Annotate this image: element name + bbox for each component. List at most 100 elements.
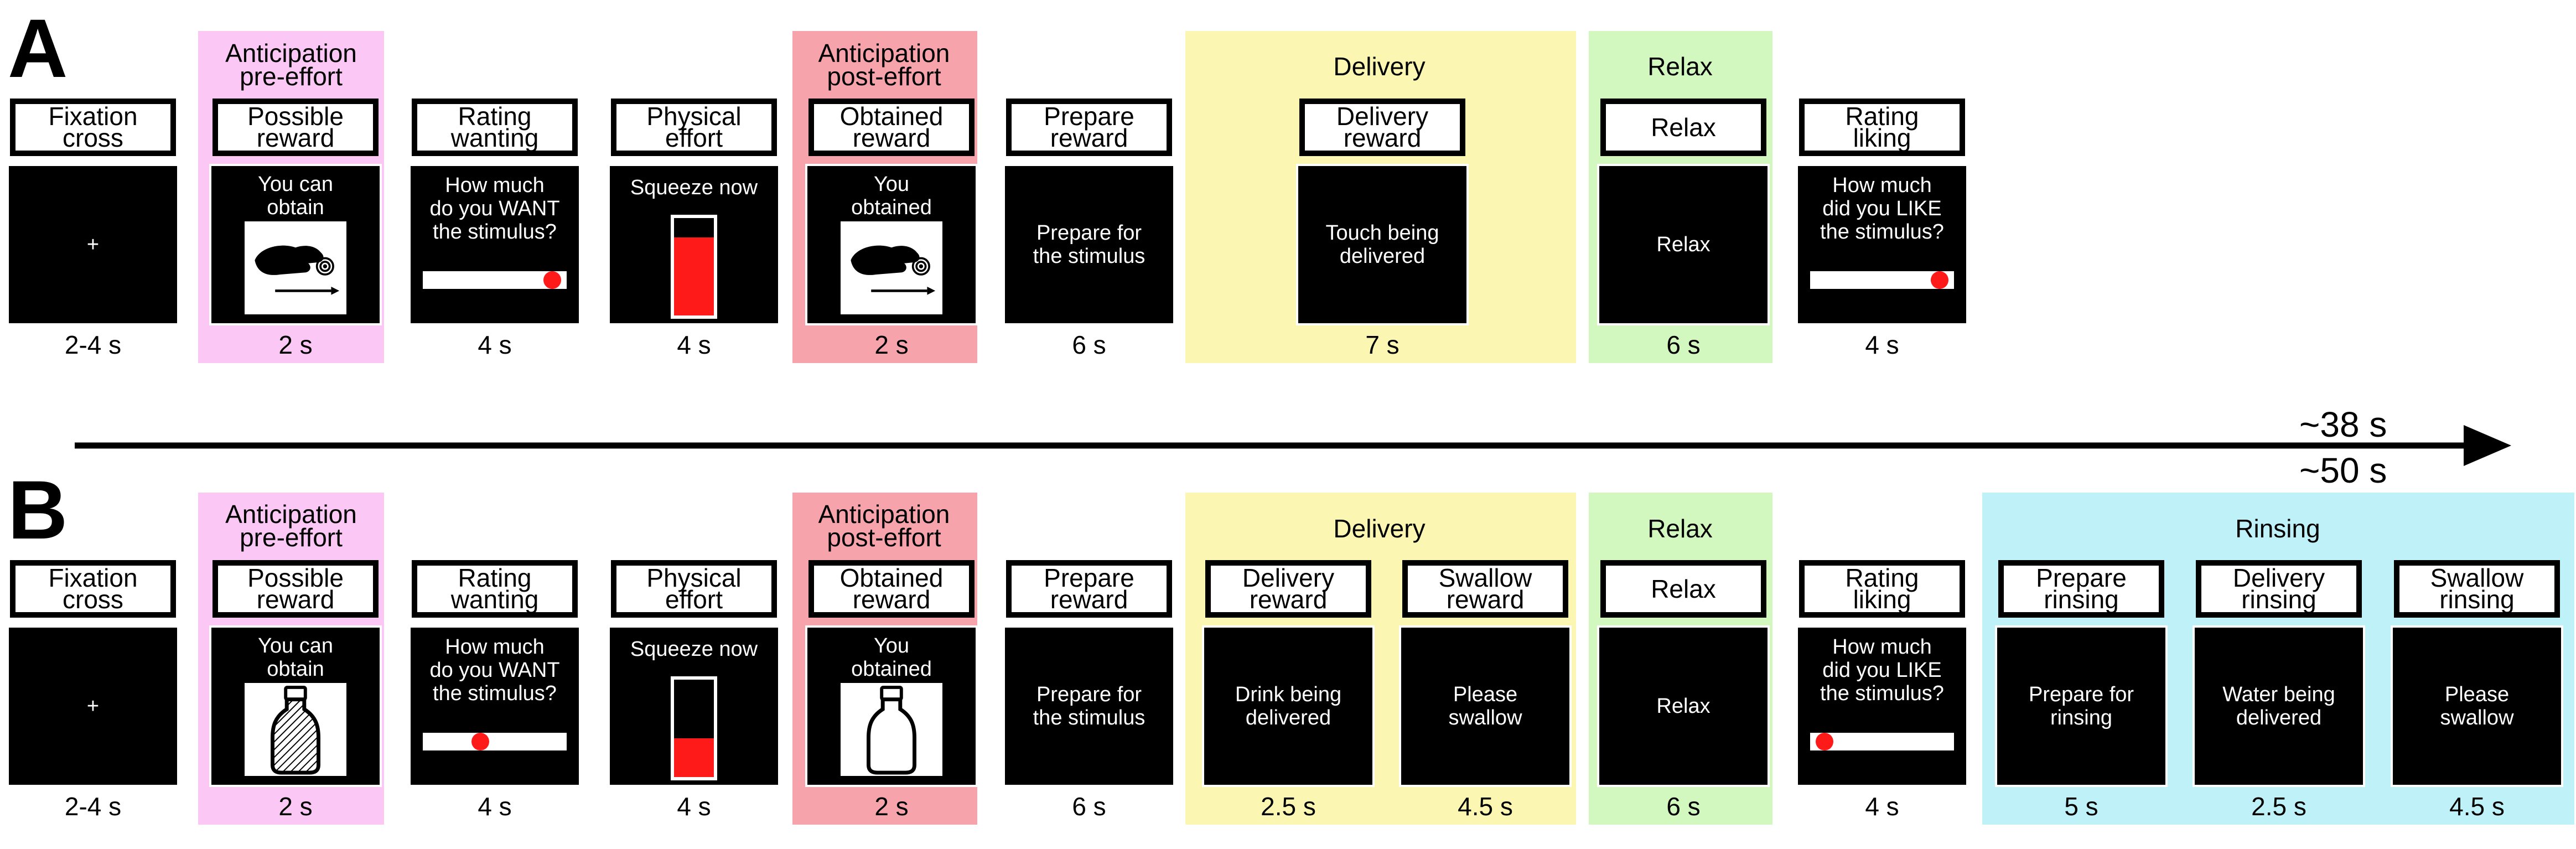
panel-b-step-8-label: Relax bbox=[1600, 560, 1766, 618]
panel-a-step-5-screen-text: Prepare for the stimulus bbox=[1033, 221, 1146, 268]
panel-a-step-1-duration: 2 s bbox=[278, 330, 313, 359]
panel-b-step-7-duration: 4.5 s bbox=[1458, 792, 1513, 821]
panel-b-step-4-duration: 2 s bbox=[874, 792, 909, 821]
panel-a-step-0-label: Fixation cross bbox=[10, 99, 176, 156]
panel-b-step-5-duration: 6 s bbox=[1072, 792, 1106, 821]
panel-b-group-title-anticipation-post: Anticipation post-effort bbox=[818, 500, 950, 552]
panel-a-step-2-screen-text: How much do you WANT the stimulus? bbox=[429, 174, 560, 244]
panel-b-step-4-screen: You obtained bbox=[805, 625, 978, 787]
panel-a-step-5-duration: 6 s bbox=[1072, 330, 1106, 359]
panel-a-step-3-screen-text: Squeeze now bbox=[630, 176, 758, 199]
panel-a-step-6-screen: Touch being delivered bbox=[1296, 164, 1469, 325]
rating-slider bbox=[1810, 271, 1954, 289]
panel-a-step-3-screen: Squeeze now bbox=[608, 164, 780, 325]
rating-slider-marker bbox=[543, 271, 561, 289]
panel-b-step-8-screen: Relax bbox=[1597, 625, 1770, 787]
panel-a-step-7-label: Relax bbox=[1600, 99, 1766, 156]
panel-b-step-6-screen: Drink being delivered bbox=[1202, 625, 1375, 787]
timeline-label-b: ~50 s bbox=[2299, 451, 2387, 490]
panel-b-step-11-duration: 2.5 s bbox=[2251, 792, 2307, 821]
effort-gauge-fill bbox=[674, 237, 714, 315]
panel-b-step-4-screen-text: You obtained bbox=[851, 634, 932, 681]
panel-b-step-2-screen: How much do you WANT the stimulus? bbox=[408, 625, 581, 787]
rating-slider-marker bbox=[471, 733, 489, 750]
panel-a-step-1-label: Possible reward bbox=[212, 99, 379, 156]
panel-b-step-7-label: Swallow reward bbox=[1402, 560, 1568, 618]
panel-a-step-1-screen-text: You can obtain bbox=[258, 173, 333, 219]
panel-b-step-2-screen-text: How much do you WANT the stimulus? bbox=[429, 635, 560, 705]
panel-b-step-2-duration: 4 s bbox=[478, 792, 512, 821]
effort-gauge bbox=[671, 676, 717, 780]
effort-gauge-fill bbox=[674, 738, 714, 777]
panel-b-step-3-duration: 4 s bbox=[677, 792, 711, 821]
rating-slider bbox=[423, 271, 567, 289]
panel-b-step-11-screen-text: Water being delivered bbox=[2222, 683, 2335, 729]
panel-a-step-4-screen: You obtained bbox=[805, 164, 978, 325]
panel-b-step-12-screen: Please swallow bbox=[2391, 625, 2563, 787]
panel-a-group-title-anticipation-post: Anticipation post-effort bbox=[818, 39, 950, 91]
panel-b-step-3-screen: Squeeze now bbox=[608, 625, 780, 787]
panel-b-step-1-screen-text: You can obtain bbox=[258, 634, 333, 681]
panel-b-step-4-label: Obtained reward bbox=[808, 560, 975, 618]
panel-a-step-2-duration: 4 s bbox=[478, 330, 512, 359]
panel-b-step-11-screen: Water being delivered bbox=[2193, 625, 2365, 787]
panel-b-step-8-screen-text: Relax bbox=[1656, 695, 1711, 718]
timeline-arrowhead bbox=[2464, 425, 2511, 466]
panel-b-step-3-label: Physical effort bbox=[611, 560, 777, 618]
panel-b-step-5-screen-text: Prepare for the stimulus bbox=[1033, 683, 1146, 729]
rating-slider bbox=[423, 733, 567, 750]
panel-a-step-6-label: Delivery reward bbox=[1299, 99, 1465, 156]
panel-b-group-title-anticipation-pre: Anticipation pre-effort bbox=[225, 500, 357, 552]
panel-a-step-0-screen: + bbox=[7, 164, 179, 325]
panel-a-step-5-screen: Prepare for the stimulus bbox=[1003, 164, 1175, 325]
panel-b-step-1-duration: 2 s bbox=[278, 792, 313, 821]
panel-b-step-5-label: Prepare reward bbox=[1006, 560, 1172, 618]
panel-b-step-2-label: Rating wanting bbox=[412, 560, 578, 618]
panel-a-group-title-relax: Relax bbox=[1647, 52, 1713, 81]
panel-b-step-3-screen-text: Squeeze now bbox=[630, 638, 758, 661]
bottle-hatched-icon bbox=[245, 683, 346, 776]
panel-b-step-9-screen: How much did you LIKE the stimulus? bbox=[1796, 625, 1968, 787]
hand-touch-icon bbox=[245, 221, 346, 314]
panel-b-step-10-label: Prepare rinsing bbox=[1998, 560, 2164, 618]
rating-slider-marker bbox=[1931, 271, 1948, 289]
panel-a-step-0-duration: 2-4 s bbox=[64, 330, 122, 359]
panel-a-step-4-screen-text: You obtained bbox=[851, 173, 932, 219]
panel-b-group-title-rinsing: Rinsing bbox=[2235, 514, 2320, 543]
panel-a-step-6-screen-text: Touch being delivered bbox=[1325, 221, 1439, 268]
panel-b-letter: B bbox=[8, 463, 68, 556]
panel-a-step-8-screen-text: How much did you LIKE the stimulus? bbox=[1820, 174, 1944, 244]
panel-b-step-10-screen-text: Prepare for rinsing bbox=[2028, 683, 2134, 729]
panel-a-step-5-label: Prepare reward bbox=[1006, 99, 1172, 156]
panel-a-step-8-duration: 4 s bbox=[1865, 330, 1899, 359]
panel-a-step-3-label: Physical effort bbox=[611, 99, 777, 156]
panel-b-step-0-screen: + bbox=[7, 625, 179, 787]
panel-b-step-12-screen-text: Please swallow bbox=[2440, 683, 2514, 729]
panel-a-step-7-duration: 6 s bbox=[1666, 330, 1701, 359]
panel-b-step-11-label: Delivery rinsing bbox=[2196, 560, 2362, 618]
panel-b-step-1-screen: You can obtain bbox=[209, 625, 382, 787]
panel-b-step-9-duration: 4 s bbox=[1865, 792, 1899, 821]
panel-a-step-0-screen-text: + bbox=[86, 233, 100, 256]
panel-b-step-1-label: Possible reward bbox=[212, 560, 379, 618]
panel-b-step-6-label: Delivery reward bbox=[1205, 560, 1371, 618]
panel-a-step-7-screen-text: Relax bbox=[1656, 233, 1711, 256]
panel-a-letter: A bbox=[8, 2, 68, 95]
panel-b-step-9-label: Rating liking bbox=[1799, 560, 1965, 618]
panel-b-step-0-label: Fixation cross bbox=[10, 560, 176, 618]
panel-a-step-8-screen: How much did you LIKE the stimulus? bbox=[1796, 164, 1968, 325]
panel-b-step-10-screen: Prepare for rinsing bbox=[1995, 625, 2168, 787]
panel-b-step-5-screen: Prepare for the stimulus bbox=[1003, 625, 1175, 787]
panel-a-step-4-label: Obtained reward bbox=[808, 99, 975, 156]
panel-a-step-1-screen: You can obtain bbox=[209, 164, 382, 325]
panel-b-step-0-duration: 2-4 s bbox=[64, 792, 122, 821]
hand-touch-icon bbox=[841, 221, 942, 314]
panel-a-group-title-delivery: Delivery bbox=[1333, 52, 1426, 81]
panel-a-step-3-duration: 4 s bbox=[677, 330, 711, 359]
panel-b-step-10-duration: 5 s bbox=[2064, 792, 2098, 821]
panel-b-step-8-duration: 6 s bbox=[1666, 792, 1701, 821]
panel-b-group-title-relax: Relax bbox=[1647, 514, 1713, 543]
panel-b-step-12-label: Swallow rinsing bbox=[2394, 560, 2560, 618]
